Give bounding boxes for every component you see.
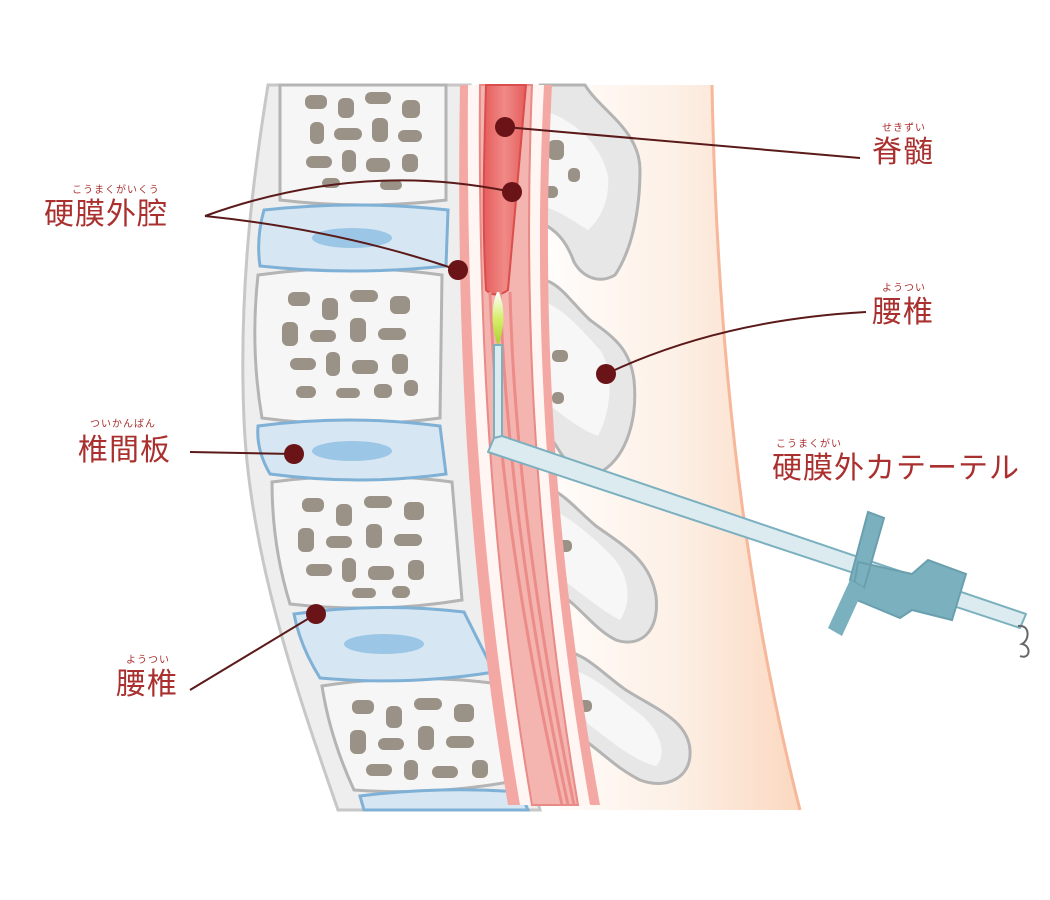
vertebra-1 (278, 83, 448, 207)
spinal-cord-label: 脊髄 (872, 135, 934, 170)
leader-epidural-a (204, 179, 513, 217)
leader-epidural-b (204, 215, 459, 271)
disc-2 (256, 418, 448, 482)
lumbar-left-label: 腰椎 (116, 667, 178, 702)
dot-spinal-cord (495, 117, 515, 137)
drug-spray (492, 292, 504, 346)
vertebra-2 (253, 267, 444, 426)
lumbar-left-ruby: ようつい (126, 655, 170, 666)
dot-disc (284, 444, 304, 464)
epidural-space-label: 硬膜外腔 (44, 197, 168, 232)
leader-spinal-cord (504, 126, 861, 159)
leader-lumbar-left (189, 613, 317, 691)
spinal-cord-ruby: せきずい (882, 123, 926, 134)
epidural-catheter-drawing (487, 292, 1030, 658)
dot-epidural-b (448, 260, 468, 280)
dot-lumbar-left (306, 604, 326, 624)
intervertebral-discs (256, 203, 531, 812)
needle-hub (848, 510, 968, 622)
catheter-end-coil (1017, 624, 1030, 658)
lumbar-right-ruby: ようつい (882, 283, 926, 294)
dot-lumbar-right (596, 364, 616, 384)
leader-lines (189, 126, 867, 691)
catheter-label: 硬膜外カテーテル (772, 451, 1020, 486)
vertebra-3 (270, 474, 464, 610)
epidural-space-ruby: こうまくがいくう (72, 185, 160, 196)
dot-epidural-a (502, 182, 522, 202)
disc-ruby: ついかんばん (90, 419, 156, 430)
disc-1 (257, 203, 450, 273)
pointer-dots (284, 117, 616, 624)
disc-label: 椎間板 (78, 433, 171, 468)
leader-disc (189, 451, 295, 455)
leader-lumbar-right (605, 311, 867, 375)
lumbar-right-label: 腰椎 (872, 295, 934, 330)
vertebra-4 (320, 676, 522, 794)
disc-3 (292, 605, 497, 683)
catheter-tip (493, 344, 503, 439)
disc-4 (358, 788, 531, 812)
catheter-ruby: こうまくがい (776, 439, 842, 450)
needle-wing (828, 580, 864, 636)
vertebral-bodies (253, 83, 522, 794)
